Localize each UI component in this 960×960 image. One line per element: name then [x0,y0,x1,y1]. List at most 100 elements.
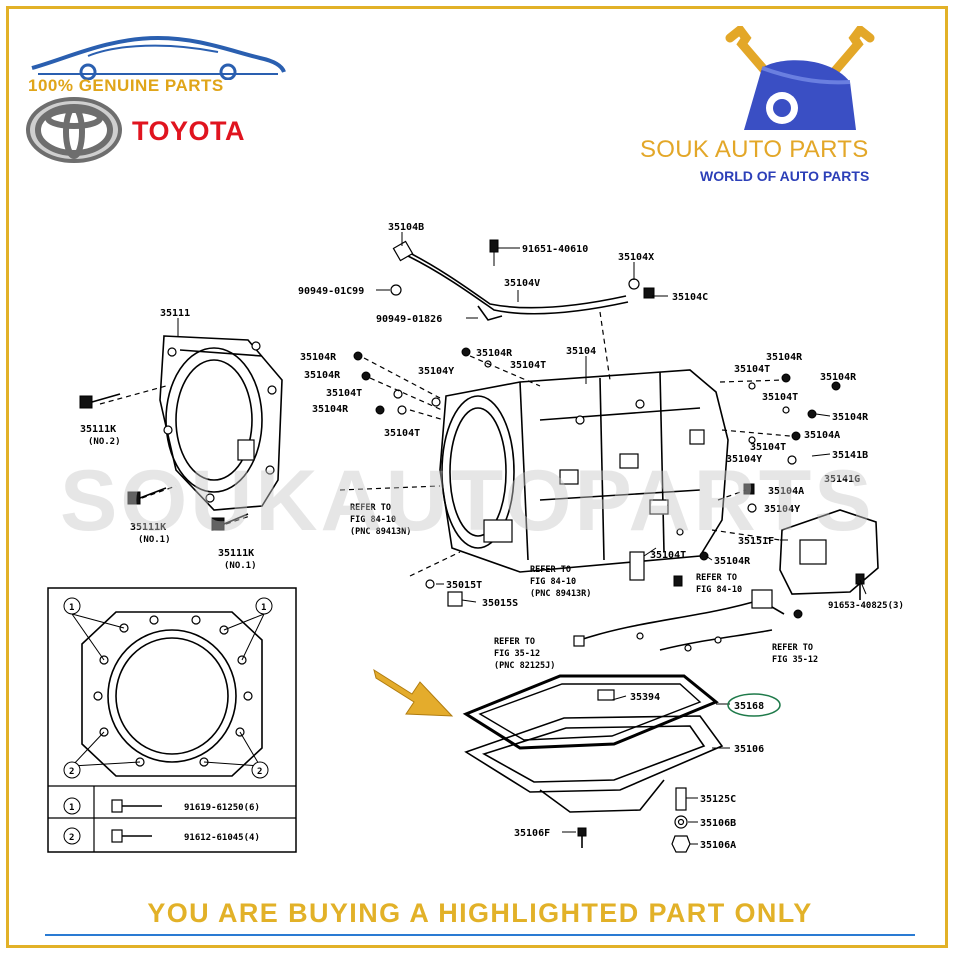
inset-callout-1a: 1 [63,597,81,615]
svg-text:2: 2 [69,767,74,777]
label-35104R-b: 35104R [476,348,513,359]
leader-dashes [99,311,791,577]
leader-lines [177,232,867,845]
svg-text:(PNC 82125J): (PNC 82125J) [494,661,555,671]
refer-note-5: REFER TO FIG 35-12 [772,643,818,665]
label-35104T-3: 35104T [326,388,362,399]
svg-text:91619-61250(6): 91619-61250(6) [184,803,260,813]
label-35106A: 35106A [700,840,736,851]
label-35151F: 35151F [738,536,774,547]
label-35104T-4: 35104T [762,392,798,403]
svg-text:(PNC 89413N): (PNC 89413N) [350,527,411,537]
store-tagline: WORLD OF AUTO PARTS [700,168,870,184]
label-35104R-d: 35104R [820,372,857,383]
svg-text:1: 1 [261,603,266,613]
inset-row-1: 1 91619-61250(6) [63,797,260,815]
label-35104Y-1: 35104Y [418,366,454,377]
label-35015S: 35015S [482,598,518,609]
label-35104R-e: 35104R [832,412,869,423]
fittings [353,347,841,619]
svg-text:2: 2 [257,767,262,777]
refer-note-4: REFER TO FIG 35-12 (PNC 82125J) [494,637,555,671]
label-35104B: 35104B [388,222,424,233]
svg-text:REFER TO: REFER TO [772,643,813,653]
svg-text:REFER TO: REFER TO [494,637,535,647]
label-35104T-5: 35104T [384,428,420,439]
toyota-wordmark: TOYOTA [132,116,246,146]
label-35104Y-3: 35104Y [764,504,800,515]
svg-text:FIG 84-10: FIG 84-10 [350,515,396,525]
refer-note-1: REFER TO FIG 84-10 (PNC 89413N) [350,503,411,537]
label-35104R-g: 35104R [714,556,751,567]
inset-callout-2b: 2 [251,761,269,779]
svg-text:1: 1 [69,603,74,613]
bolt-pattern-inset [47,587,297,853]
oil-pan [464,715,724,848]
label-90949-01C99: 90949-01C99 [298,286,364,297]
highlighted-gasket [462,674,719,750]
label-35106F: 35106F [514,828,550,839]
toyota-emblem-icon [24,96,124,169]
footer-divider [45,934,915,936]
label-35104T-1: 35104T [510,360,546,371]
label-35104A-1: 35104A [804,430,840,441]
footer-notice: YOU ARE BUYING A HIGHLIGHTED PART ONLY [147,898,813,928]
dipstick-tube [390,239,655,321]
label-35104V: 35104V [504,278,540,289]
svg-text:FIG 35-12: FIG 35-12 [772,655,818,665]
refer-note-2: REFER TO FIG 84-10 (PNC 89413R) [530,565,591,599]
inset-callout-2a: 2 [63,761,81,779]
label-35125C: 35125C [700,794,736,805]
label-35141G: 35141G [824,474,860,485]
label-35104Y-2: 35104Y [726,454,762,465]
transmission-case [439,369,729,573]
note-35111K-c: (NO.1) [224,561,257,571]
label-35104X: 35104X [618,252,654,263]
label-35104R-left3: 35104R [304,370,341,381]
inset-callout-1b: 1 [255,597,273,615]
label-35015T: 35015T [446,580,482,591]
gold-frame [6,6,948,948]
housing-bolts [79,393,249,531]
label-35141B: 35141B [832,450,868,461]
label-35104A-2: 35104A [768,486,804,497]
svg-text:(PNC 89413R): (PNC 89413R) [530,589,591,599]
label-90949-01826: 90949-01826 [376,314,442,325]
highlight-ring [727,693,781,717]
svg-text:REFER TO: REFER TO [350,503,391,513]
label-35104T-6: 35104T [750,442,786,453]
svg-text:REFER TO: REFER TO [530,565,571,575]
svg-text:FIG 84-10: FIG 84-10 [696,585,742,595]
svg-text:1: 1 [69,803,74,813]
genuine-parts-text: 100% GENUINE PARTS [28,76,224,95]
highlight-arrow-icon [373,668,454,717]
svg-text:91612-61045(4): 91612-61045(4) [184,833,260,843]
label-35104: 35104 [566,346,596,357]
refer-note-3: REFER TO FIG 84-10 [696,573,742,595]
label-35111K-c: 35111K [218,548,254,559]
label-35168-highlighted: 35168 [734,701,764,712]
label-91651-40610: 91651-40610 [522,244,588,255]
drain-plug-parts [671,787,691,853]
note-35111K-a: (NO.2) [88,437,121,447]
note-35111K-b: (NO.1) [138,535,171,545]
car-logo [28,28,288,85]
label-35394: 35394 [630,692,660,703]
wire-harness [573,589,785,652]
label-35104C: 35104C [672,292,708,303]
svg-text:FIG 35-12: FIG 35-12 [494,649,540,659]
side-cover [779,509,879,600]
label-35104T-2: 35104T [734,364,770,375]
inset-row-2: 2 91612-61045(4) [63,827,260,845]
svg-text:REFER TO: REFER TO [696,573,737,583]
label-35111: 35111 [160,308,190,319]
label-35111K-a: 35111K [80,424,116,435]
label-91653-40825: 91653-40825(3) [828,601,904,611]
label-35106B: 35106B [700,818,736,829]
label-35111K-b: 35111K [130,522,166,533]
souk-logo-icon [700,23,900,143]
label-35104R-a: 35104R [300,352,337,363]
label-35104R-c: 35104R [766,352,803,363]
watermark: SOUKAUTOPARTS [60,453,875,549]
